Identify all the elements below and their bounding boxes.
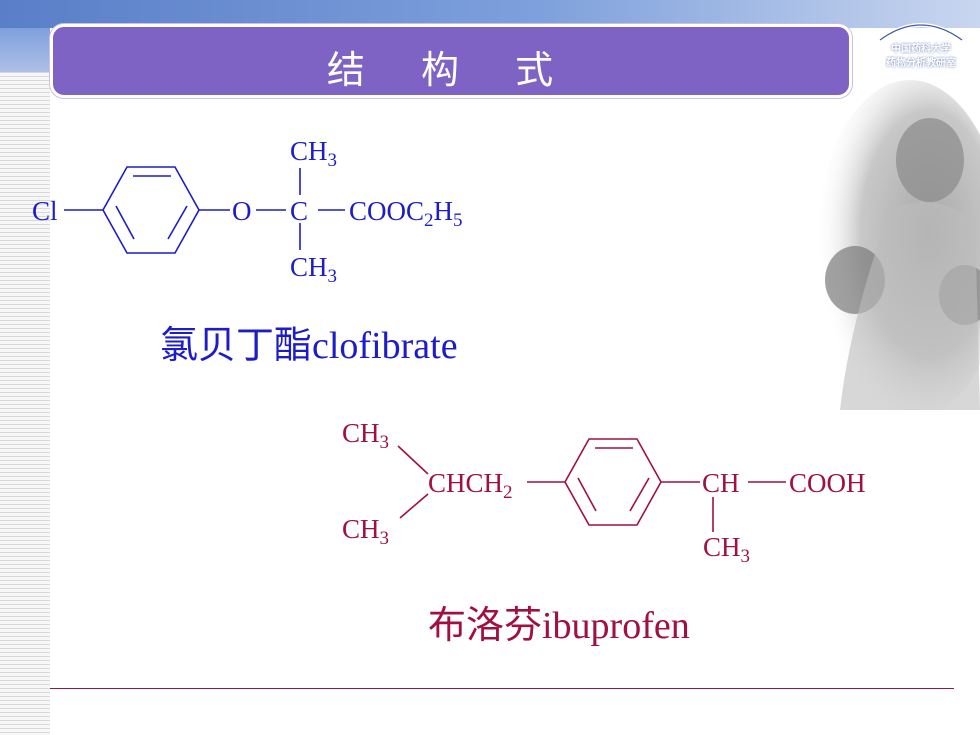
atom-o: O	[232, 196, 252, 226]
group-ch3-bottom: CH3	[290, 252, 337, 287]
clofibrate-caption: 氯贝丁酯clofibrate	[160, 325, 458, 367]
logo-arc-icon	[878, 23, 964, 42]
group-cooh: COOH	[789, 468, 866, 498]
bond-ch3-upper	[397, 445, 429, 475]
ibuprofen-caption: 布洛芬ibuprofen	[428, 605, 690, 647]
page-title: 结 构 式	[326, 48, 576, 92]
group-ch3-lower: CH3	[342, 514, 389, 549]
left-stripes	[0, 72, 50, 735]
logo-text-line1: 中国药科大学	[891, 44, 951, 55]
adult-head	[896, 118, 964, 202]
group-ch: CH	[702, 468, 740, 498]
atom-c: C	[290, 196, 308, 226]
group-ester: COOC2H5	[349, 196, 463, 231]
left-band-top	[0, 28, 50, 72]
title-bar: 结 构 式	[50, 24, 852, 98]
group-ch3-top: CH3	[290, 136, 337, 171]
atom-cl: Cl	[32, 196, 58, 226]
university-logo: 中国药科大学 药物分析教研室	[868, 14, 974, 80]
logo-text-line2: 药物分析教研室	[886, 58, 956, 69]
decorative-photo	[815, 80, 980, 410]
group-ch3-right: CH3	[703, 532, 750, 567]
group-ch3-upper: CH3	[342, 418, 389, 453]
footer-divider	[50, 688, 954, 689]
bond-ch3-lower	[399, 493, 429, 519]
top-band	[0, 0, 980, 28]
group-chch2: CHCH2	[428, 468, 513, 503]
